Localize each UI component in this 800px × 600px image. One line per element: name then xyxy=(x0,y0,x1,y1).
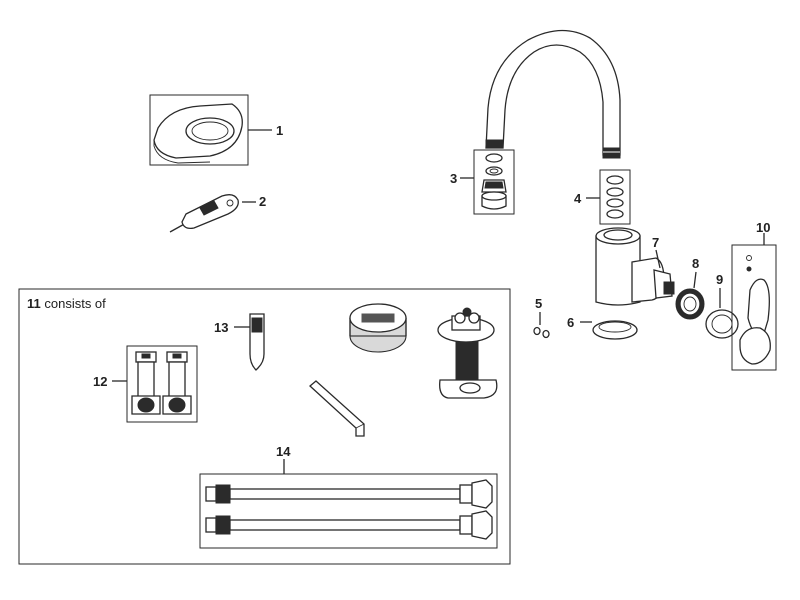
kit-11-box: 11 consists of xyxy=(18,288,511,565)
part-13-sealant-tube: 13 xyxy=(214,313,265,371)
part-10-lever-handle: 10 xyxy=(731,220,777,371)
part-9-shroud: 9 xyxy=(705,272,739,339)
callout-12: 12 xyxy=(93,374,107,389)
callout-13: 13 xyxy=(214,320,228,335)
callout-4: 4 xyxy=(574,191,582,206)
mounting-stud-assembly xyxy=(437,307,498,399)
kit-caption-text: consists of xyxy=(41,296,106,311)
spout xyxy=(485,29,621,159)
allen-key xyxy=(309,380,365,437)
part-2-key-tool: 2 xyxy=(169,194,266,233)
callout-7: 7 xyxy=(652,235,659,250)
part-3-aerator: 3 xyxy=(450,149,515,215)
kit-caption: 11 consists of xyxy=(27,296,106,311)
callout-6: 6 xyxy=(567,315,574,330)
part-14-flexible-hoses: 14 xyxy=(199,444,498,549)
part-12-isolation-valves: 12 xyxy=(93,345,198,423)
callout-8: 8 xyxy=(692,256,699,271)
part-8-threaded-ring: 8 xyxy=(675,256,705,320)
callout-9: 9 xyxy=(716,272,723,287)
part-4-washers: 4 xyxy=(574,169,631,225)
callout-14: 14 xyxy=(276,444,291,459)
callout-5: 5 xyxy=(535,296,542,311)
cover-disc xyxy=(349,303,407,353)
part-1-base-plate: 1 xyxy=(149,94,283,166)
part-5-grub-screws: 5 xyxy=(533,296,550,339)
callout-2: 2 xyxy=(259,194,266,209)
kit-number: 11 xyxy=(27,296,41,311)
part-6-base-ring: 6 xyxy=(567,315,638,340)
part-7-cartridge: 7 xyxy=(652,235,675,299)
callout-3: 3 xyxy=(450,171,457,186)
callout-10: 10 xyxy=(756,220,770,235)
callout-1: 1 xyxy=(276,123,283,138)
